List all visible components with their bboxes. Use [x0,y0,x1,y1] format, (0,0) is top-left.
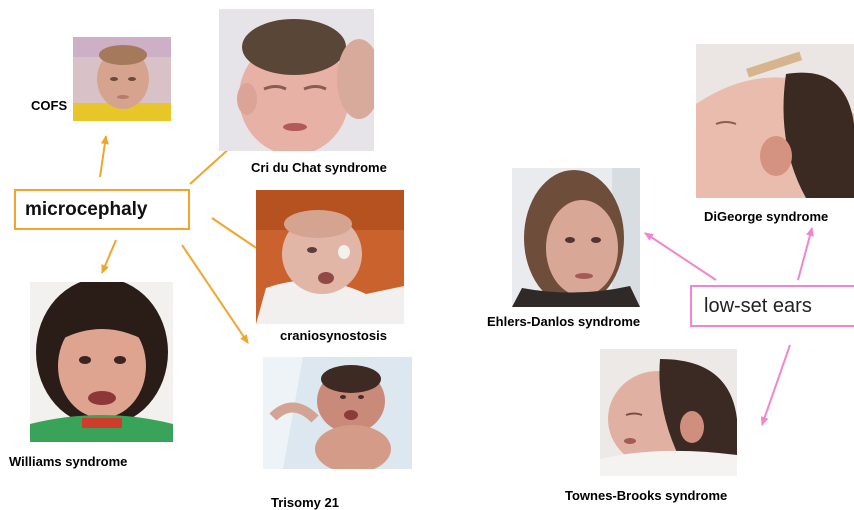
cofs-label: COFS [31,98,67,113]
arrow-to-digeorge [798,228,812,280]
microcephaly-box: microcephaly [14,189,190,230]
craniosynostosis-label: craniosynostosis [280,328,387,343]
townes-brooks-photo [600,349,737,476]
arrow-to-townes-brooks [762,345,790,425]
williams-photo [30,282,173,442]
arrow-to-cofs [100,136,106,177]
cofs-photo [73,37,171,121]
trisomy21-photo [263,357,412,469]
microcephaly-label: microcephaly [25,199,148,221]
ehlers-danlos-photo [512,168,640,307]
trisomy21-label: Trisomy 21 [271,495,339,510]
townes-brooks-label: Townes-Brooks syndrome [565,488,727,503]
digeorge-label: DiGeorge syndrome [704,209,828,224]
low-set-ears-label: low-set ears [704,295,812,318]
williams-label: Williams syndrome [9,454,127,469]
cri-du-chat-photo [219,9,374,151]
arrow-to-ehlers-danlos [645,233,716,280]
arrow-to-williams [102,240,116,273]
arrow-to-trisomy21 [182,245,248,343]
low-set-ears-box: low-set ears [690,285,854,327]
ehlers-danlos-label: Ehlers-Danlos syndrome [487,314,640,329]
craniosynostosis-photo [256,190,404,324]
digeorge-photo [696,44,854,198]
cri-du-chat-label: Cri du Chat syndrome [251,160,387,175]
